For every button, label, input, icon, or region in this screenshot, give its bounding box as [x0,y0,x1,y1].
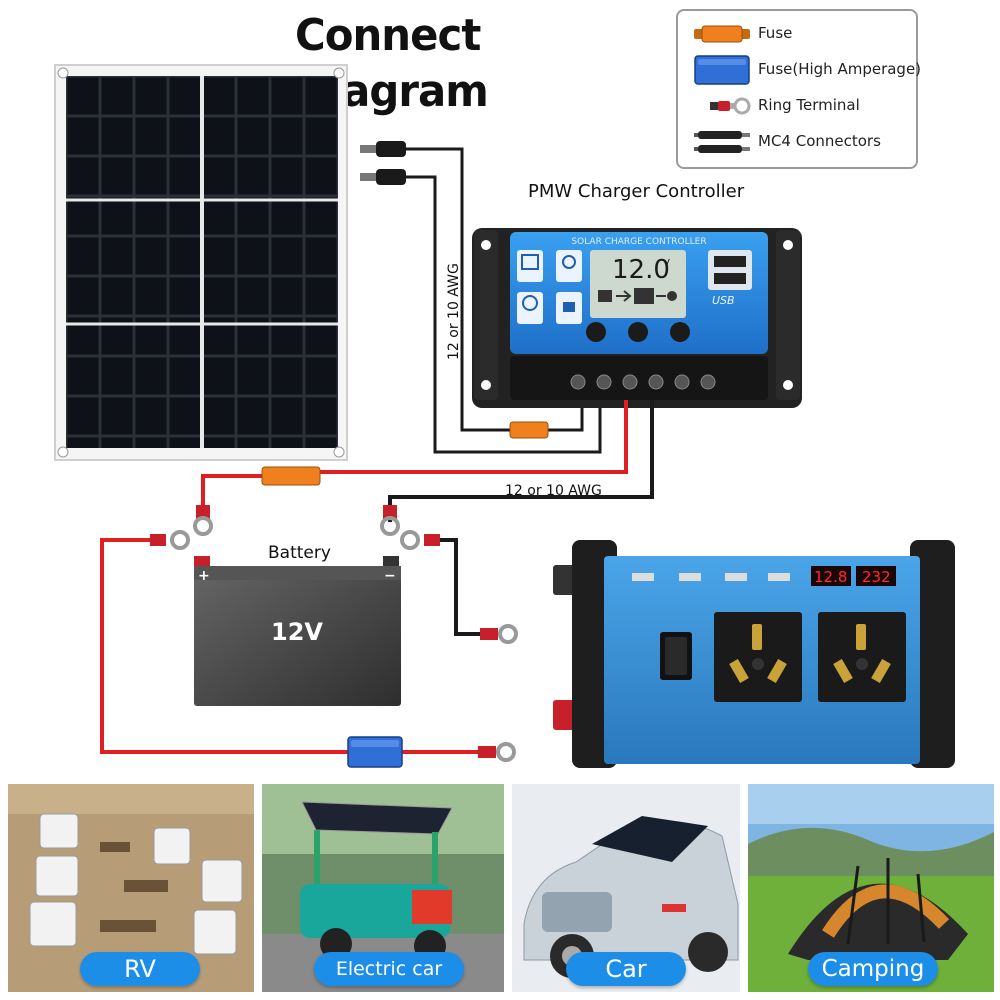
battery-voltage: 12V [271,618,323,646]
ac-socket [818,612,906,702]
controller-caption: PMW Charger Controller [528,181,745,202]
ring-terminal-positive [193,505,213,536]
inverter-usb-port [725,573,747,581]
set-voltage-icon [556,250,582,282]
inverter-display-output-value: 232 [862,568,891,586]
legend-item-fuse-high: Fuse(High Amperage) [688,55,921,85]
inverter-usb-port [679,573,701,581]
controller-face-title: SOLAR CHARGE CONTROLLER [571,237,706,247]
legend-label: Fuse [758,24,793,42]
mcu-control-icon [517,250,543,282]
awg-label-horizontal: 12 or 10 AWG [505,483,602,499]
ring-terminal-icon [710,97,751,115]
controller-button-up [628,322,648,342]
use-case-photos: RV Electric car Car [0,784,1000,1000]
ring-terminal-inverter-positive [150,530,190,550]
legend-label: Ring Terminal [758,96,860,114]
ring-terminal-wire-end-positive [478,742,516,762]
fuse-icon [694,25,750,43]
lcd-display [590,250,686,318]
photo-label-rv: RV [80,952,200,986]
legend-label: MC4 Connectors [758,132,881,150]
controller-button-down [670,322,690,342]
photo-rv: RV [8,784,254,992]
controller-button-menu [586,322,606,342]
lcd-voltage-value: 12.0 [612,255,670,285]
legend-item-mc4: MC4 Connectors [688,127,916,157]
battery-plus-sign: + [198,568,210,584]
inverter-display-input-value: 12.8 [814,568,847,586]
photo-label-electric-car: Electric car [314,952,464,986]
fuse-battery-line [261,466,321,486]
inverter: 12.8 232 [553,540,955,768]
inverter-wires [100,538,480,754]
battery: Battery + − 12V [194,543,401,706]
legend-label: Fuse(High Amperage) [758,60,922,78]
connection-diagram: 12 or 10 AWG PMW Charger Controller SOLA… [54,64,955,768]
panel-wires [406,147,602,454]
ring-terminal-negative [380,505,400,536]
inverter-display-input [811,566,851,586]
mc4-connector-pair [360,141,406,185]
legend-item-ring-terminal: Ring Terminal [688,91,916,121]
photo-electric-car: Electric car [262,784,504,992]
inverter-usb-port [632,573,654,581]
photo-label-camping: Camping [808,952,938,986]
mc4-connectors-icon [694,131,750,153]
usb-label: USB [712,294,735,307]
fuse-panel-line [509,421,549,439]
battery-label: Battery [268,543,331,563]
ac-socket [714,612,802,702]
photo-camping: Camping [748,784,994,992]
ring-terminal-inverter-negative [400,530,440,550]
fuse-high-amperage-icon [694,55,750,85]
legend-item-fuse: Fuse [688,19,916,49]
ring-terminal-wire-end-negative [480,624,518,644]
inverter-display-output [856,566,896,586]
photo-car: Car [512,784,740,992]
battery-minus-sign: − [384,568,396,584]
charge-controller: SOLAR CHARGE CONTROLLER 12.0 V USB [472,228,802,408]
lcd-voltage-unit: V [663,258,670,269]
legend-box: Fuse Fuse(High Amperage) Ring Terminal M… [676,9,921,169]
inverter-usb-port [768,573,790,581]
photo-label-car: Car [566,952,686,986]
solar-panel [54,64,348,461]
fuse-high-amperage-line [347,736,403,768]
awg-label-vertical: 12 or 10 AWG [446,263,462,360]
